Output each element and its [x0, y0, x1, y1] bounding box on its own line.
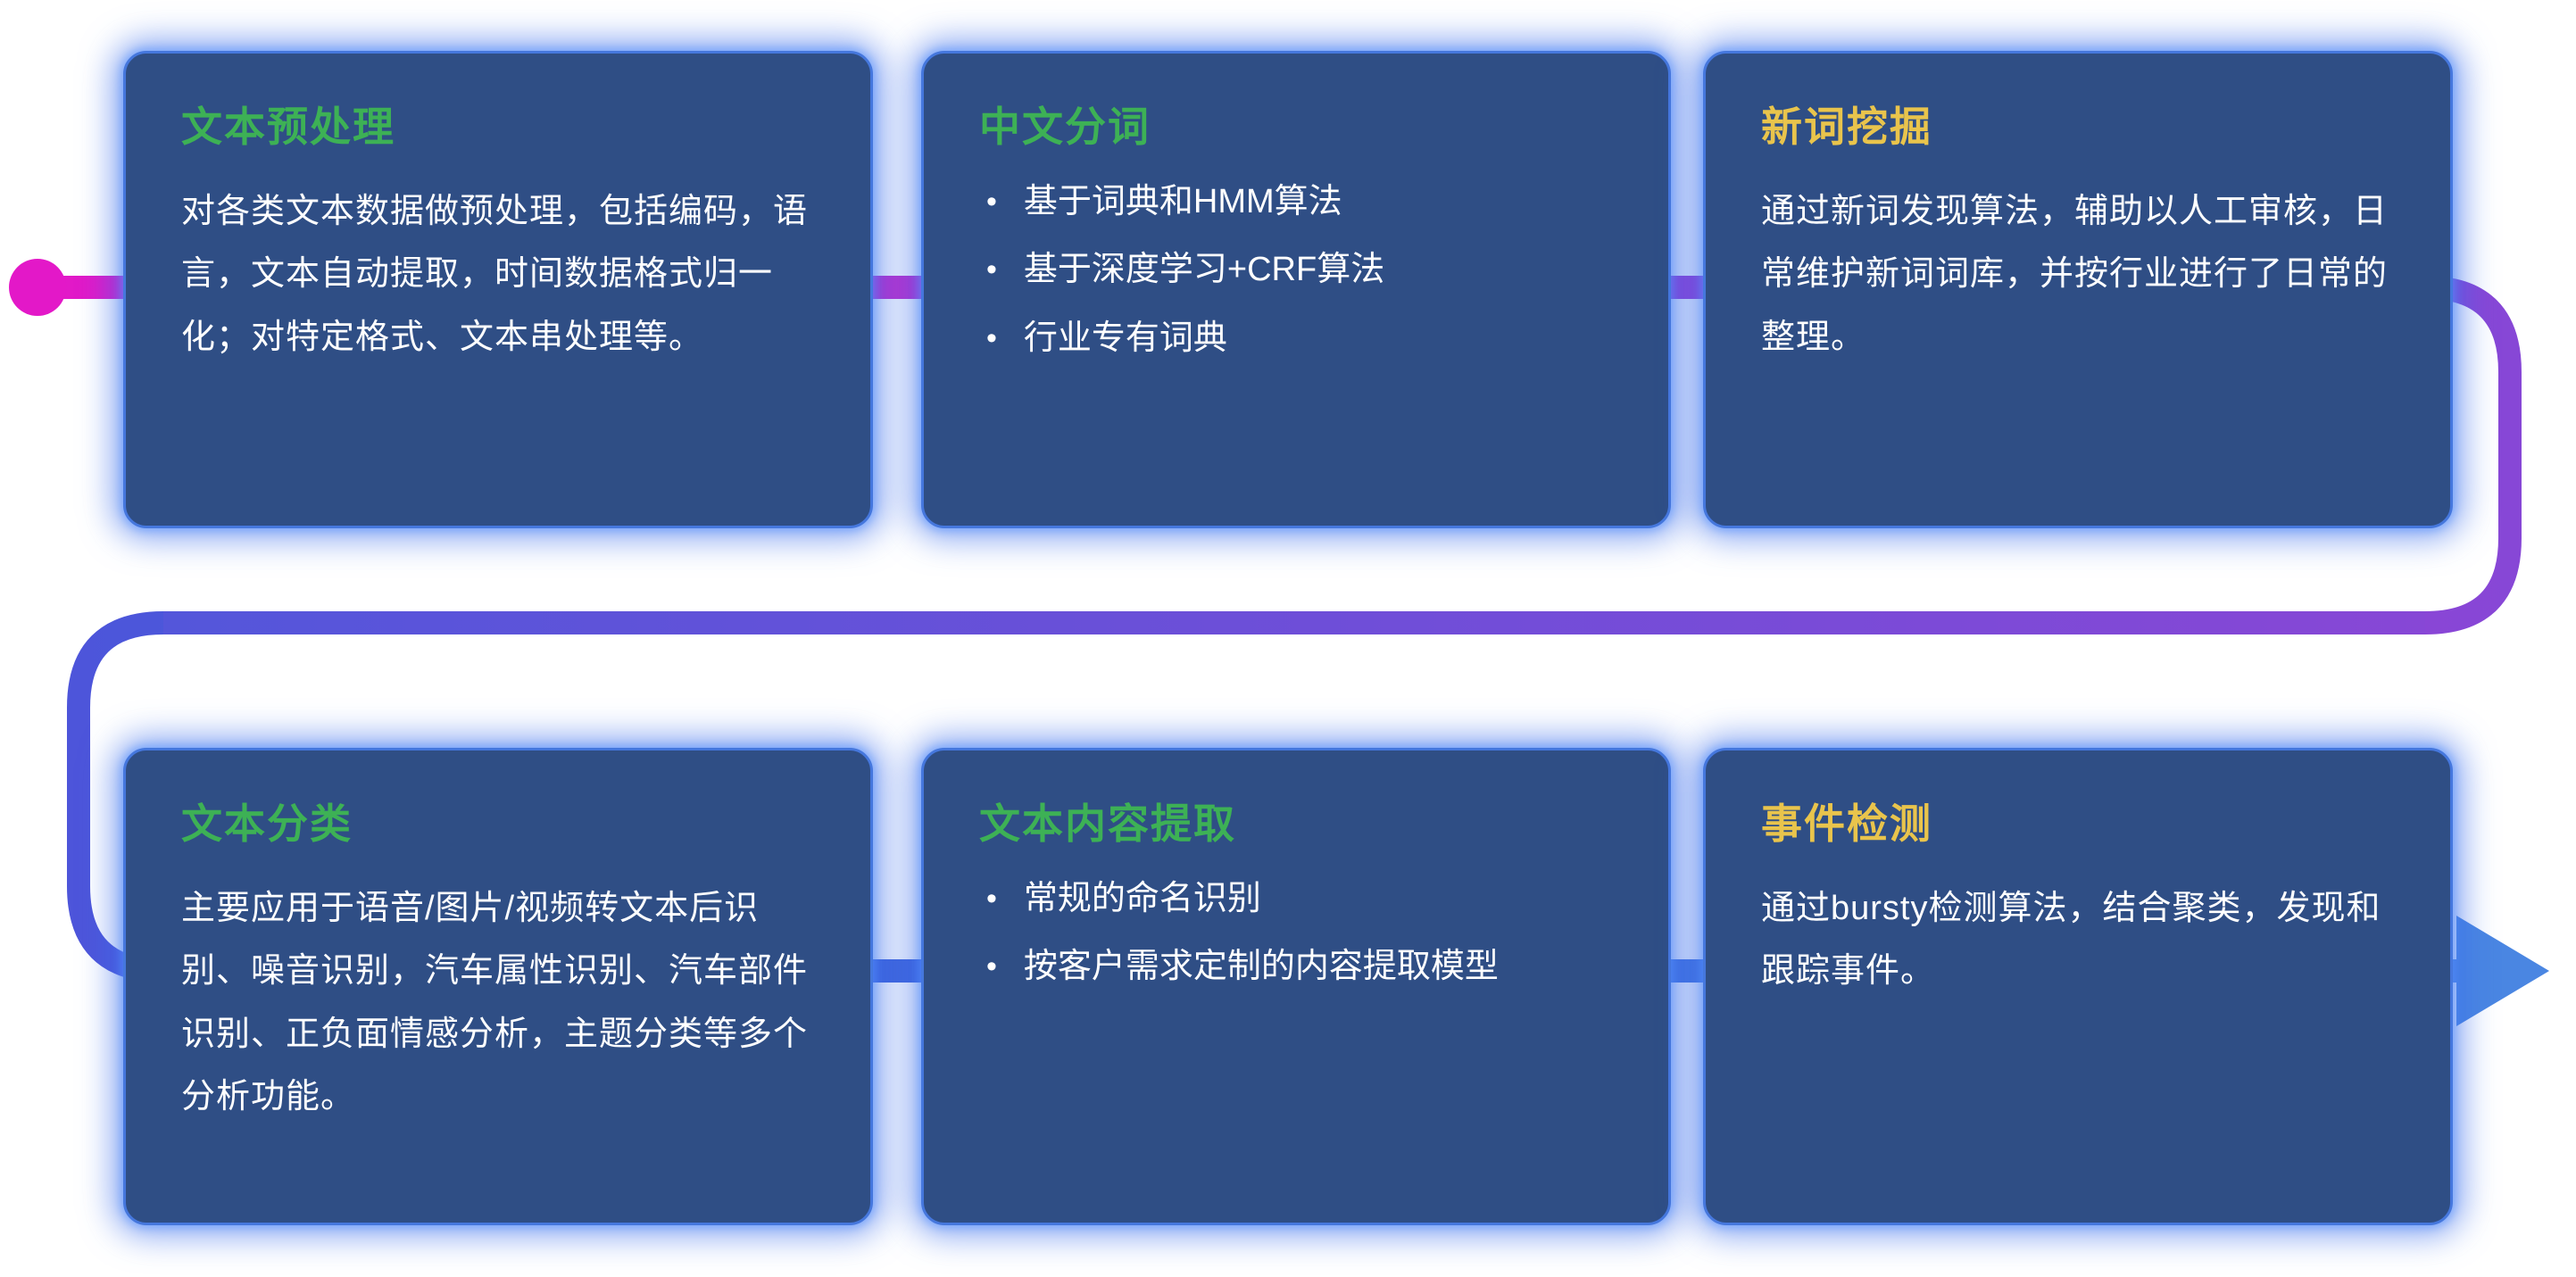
card-text-content-extraction: 文本内容提取 • 常规的命名识别 • 按客户需求定制的内容提取模型: [921, 748, 1671, 1225]
card-body: 通过bursty检测算法，结合聚类，发现和跟踪事件。: [1761, 890, 2381, 991]
card-event-detection: 事件检测 通过bursty检测算法，结合聚类，发现和跟踪事件。: [1703, 748, 2453, 1225]
bullet-text: 基于词典和HMM算法: [1023, 183, 1342, 220]
bullet-icon: •: [986, 253, 997, 287]
bullet-item: • 基于深度学习+CRF算法: [979, 248, 1613, 292]
flow-start-dot: [9, 259, 66, 316]
card-body: 通过新词发现算法，辅助以人工审核，日常维护新词词库，并按行业进行了日常的整理。: [1761, 193, 2389, 356]
card-title: 新词挖掘: [1761, 104, 1932, 150]
card-title: 文本分类: [181, 800, 353, 847]
card-text-preprocessing: 文本预处理 对各类文本数据做预处理，包括编码，语言，文本自动提取，时间数据格式归…: [123, 51, 873, 528]
card-body: 主要应用于语音/图片/视频转文本后识别、噪音识别，汽车属性识别、汽车部件识别、正…: [181, 890, 809, 1115]
bullet-item: • 按客户需求定制的内容提取模型: [979, 945, 1613, 989]
card-title: 文本预处理: [181, 104, 395, 150]
card-text-classification: 文本分类 主要应用于语音/图片/视频转文本后识别、噪音识别，汽车属性识别、汽车部…: [123, 748, 873, 1225]
flow-arrow-icon: [2456, 916, 2549, 1026]
card-bullet-list: • 常规的命名识别 • 按客户需求定制的内容提取模型: [979, 877, 1613, 990]
bullet-icon: •: [986, 185, 997, 219]
card-body: 对各类文本数据做预处理，包括编码，语言，文本自动提取，时间数据格式归一化；对特定…: [181, 193, 809, 356]
bullet-text: 基于深度学习+CRF算法: [1023, 251, 1385, 289]
bullet-text: 按客户需求定制的内容提取模型: [1023, 948, 1499, 986]
card-new-word-mining: 新词挖掘 通过新词发现算法，辅助以人工审核，日常维护新词词库，并按行业进行了日常…: [1703, 51, 2453, 528]
card-title: 中文分词: [979, 104, 1151, 150]
bullet-icon: •: [986, 949, 997, 984]
bullet-item: • 行业专有词典: [979, 317, 1613, 361]
card-bullet-list: • 基于词典和HMM算法 • 基于深度学习+CRF算法 • 行业专有词典: [979, 180, 1613, 361]
card-chinese-word-segmentation: 中文分词 • 基于词典和HMM算法 • 基于深度学习+CRF算法 • 行业专有词典: [921, 51, 1671, 528]
bullet-item: • 基于词典和HMM算法: [979, 180, 1613, 224]
card-title: 事件检测: [1761, 800, 1932, 847]
bullet-icon: •: [986, 882, 997, 916]
bullet-item: • 常规的命名识别: [979, 877, 1613, 921]
bullet-text: 行业专有词典: [1023, 319, 1227, 357]
bullet-icon: •: [986, 320, 997, 355]
bullet-text: 常规的命名识别: [1023, 880, 1261, 917]
card-title: 文本内容提取: [979, 800, 1236, 847]
